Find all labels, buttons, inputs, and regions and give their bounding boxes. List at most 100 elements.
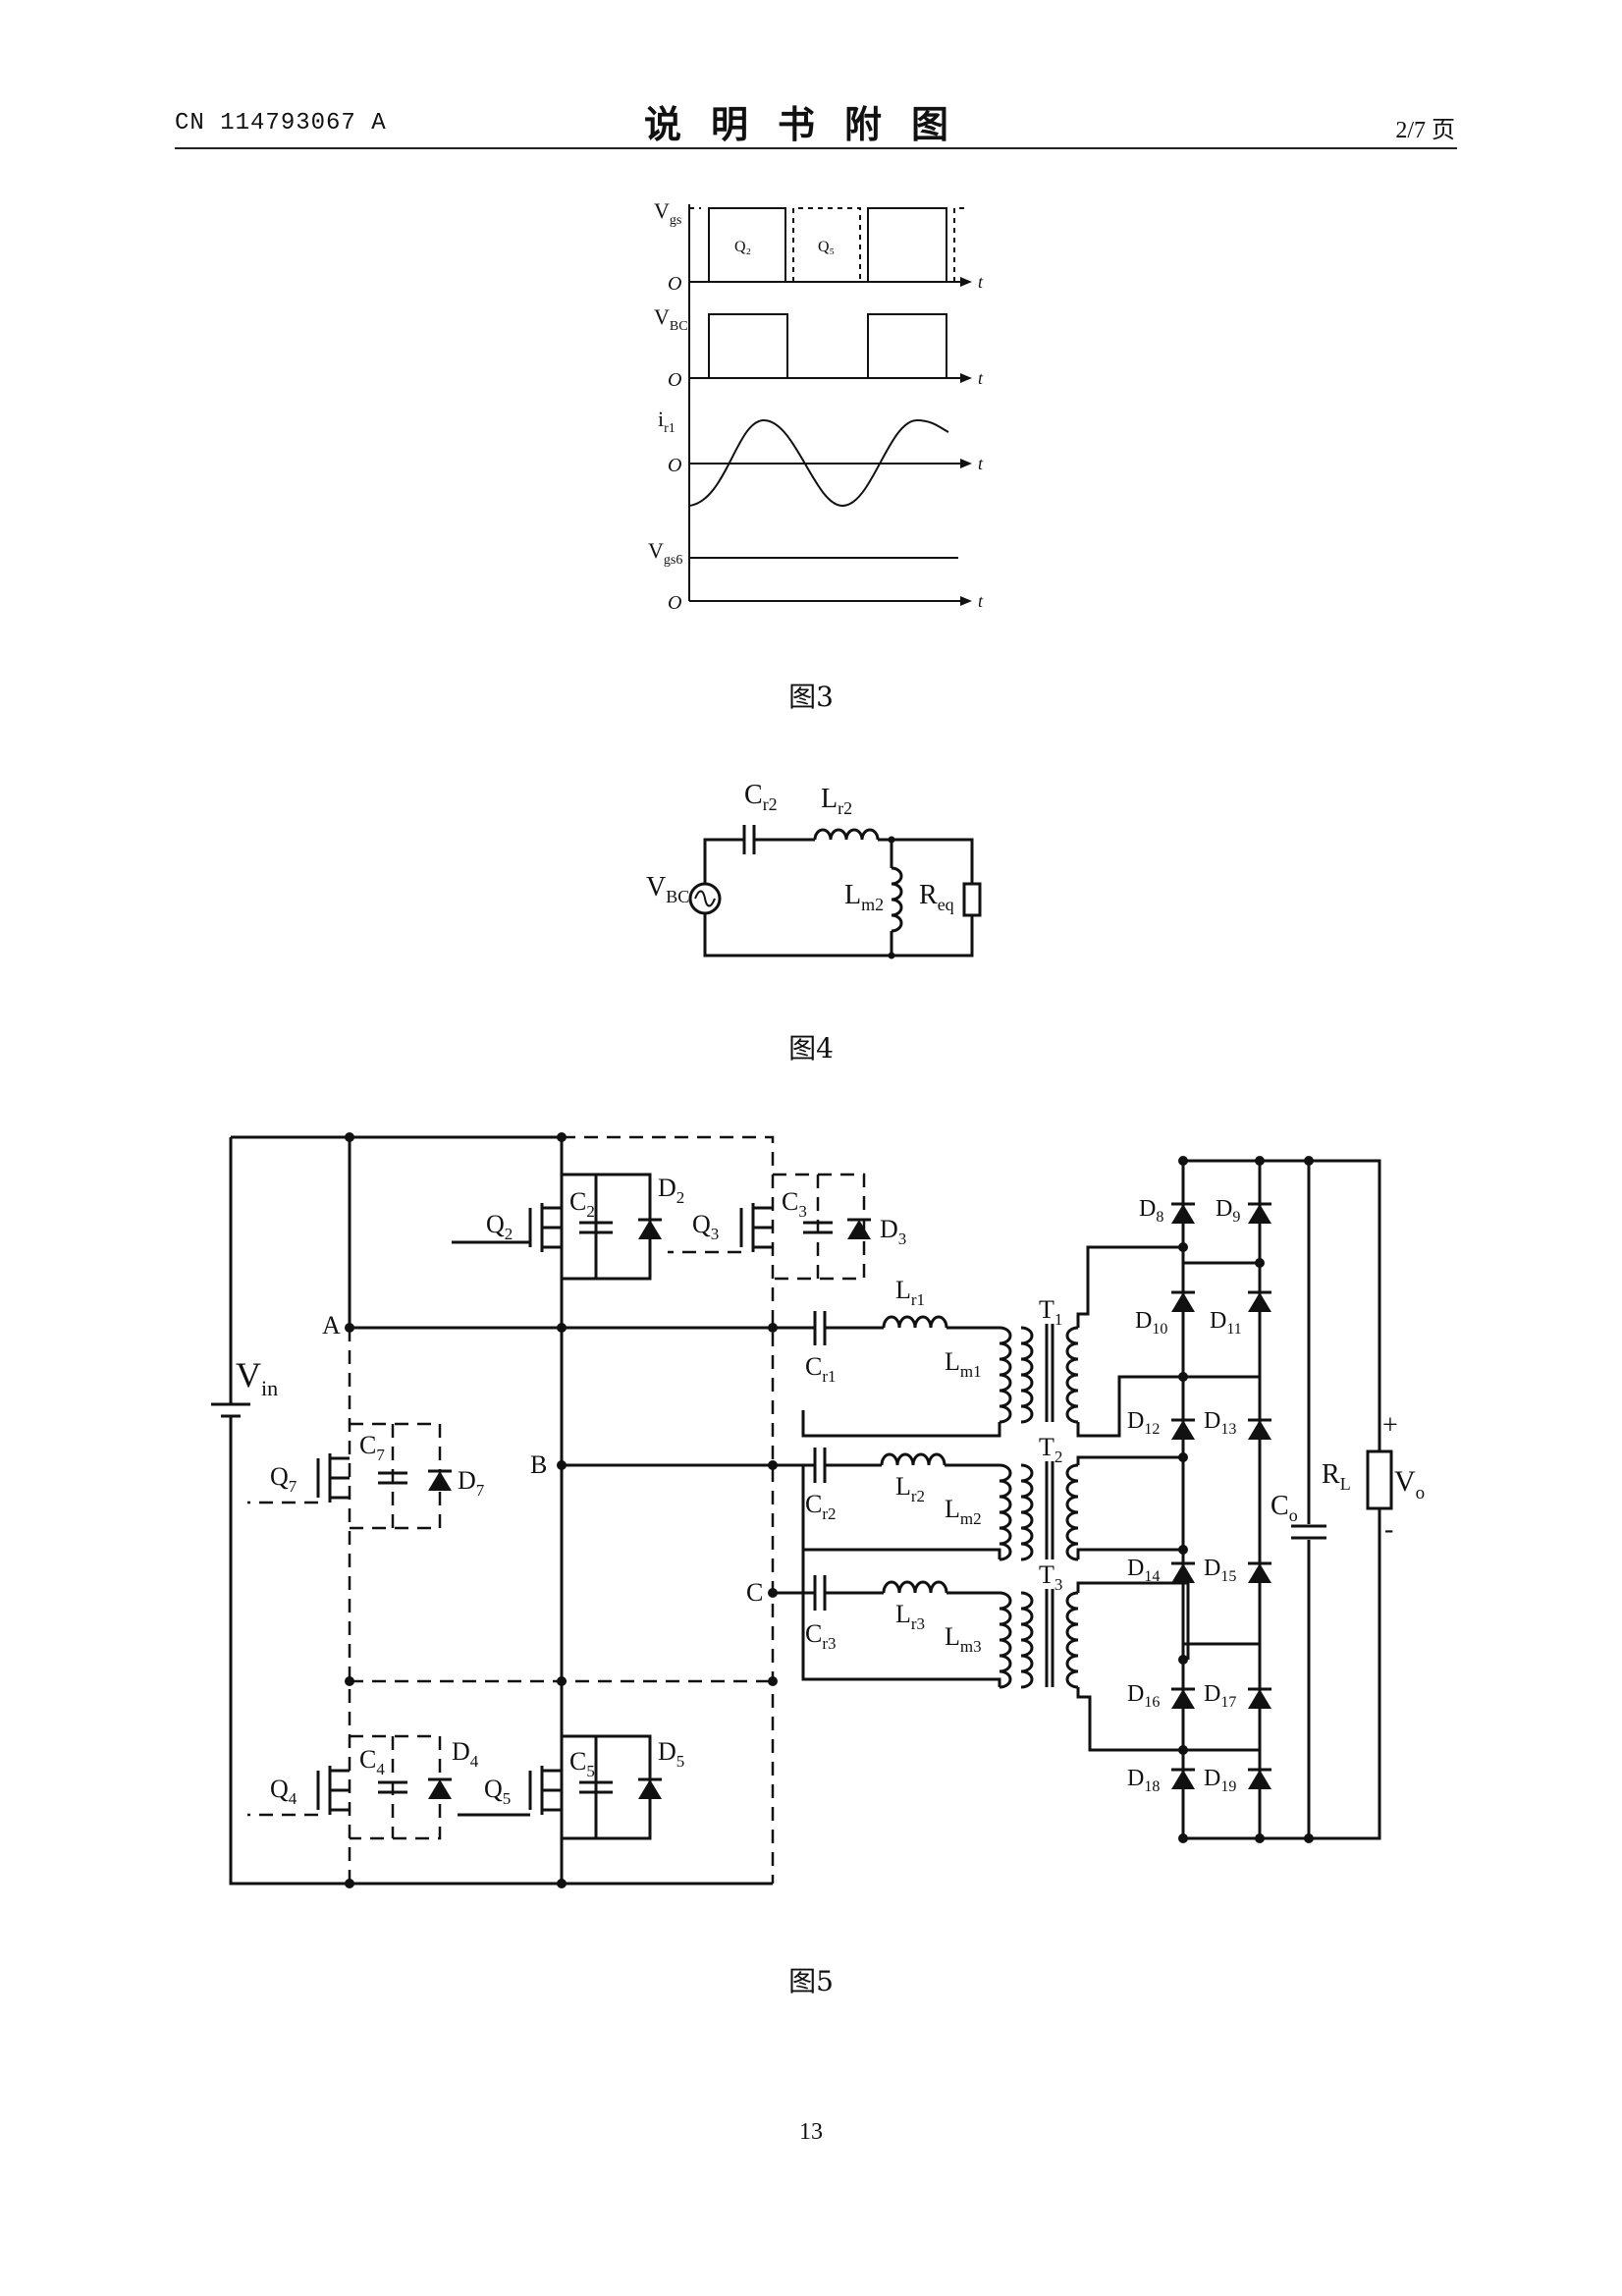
fig4-lm2-coil — [891, 866, 903, 933]
fig5-d4-label: D4 — [452, 1737, 479, 1771]
fig5-q7-terminals — [330, 1456, 350, 1500]
fig5-left-rail-bottom — [229, 1426, 773, 1886]
fig5-t1-primary — [1020, 1326, 1034, 1424]
fig5-t1-label: T1 — [1039, 1295, 1062, 1329]
page-number: 13 — [799, 2119, 823, 2145]
section-title: 说明书附图 — [643, 103, 978, 146]
fig5-node-b-bot — [557, 1676, 567, 1686]
fig3-zero-1: O — [668, 273, 681, 295]
fig3-t-4: t — [978, 591, 984, 611]
fig5-rect-node-bl — [1178, 1833, 1188, 1843]
fig5-rl-label: RL — [1322, 1459, 1351, 1494]
fig5-d3-symbol — [847, 1220, 871, 1239]
fig4-wire-top-right — [878, 838, 974, 884]
fig5-lr2-label: Lr2 — [895, 1472, 925, 1505]
fig5-rect-diodes — [1171, 1202, 1271, 1789]
fig5-d15-symbol — [1248, 1563, 1271, 1583]
fig3-q2-pulse-2 — [867, 207, 947, 282]
fig5-top-rail-dashed — [562, 1135, 775, 1884]
fig5-tank3-return — [801, 1550, 1001, 1687]
fig5-rect-node-tl — [1178, 1156, 1188, 1166]
fig5-d2-symbol — [638, 1220, 662, 1239]
figure3-caption: 图3 — [788, 681, 834, 713]
fig5-node-b-label: B — [530, 1450, 547, 1479]
fig5-plus-label: + — [1382, 1410, 1398, 1441]
fig3-q2-label: Q₂ — [734, 239, 751, 255]
fig5-node-a-dot — [345, 1323, 354, 1333]
fig5-node-a-mid — [557, 1323, 567, 1333]
figure3-timing-diagram: Q₂ Q₅ Vgs O t VBC O t ir1 O t Vgs6 O t — [648, 198, 984, 614]
figure4-equivalent-circuit: Cr2 Lr2 Lm2 Req VBC — [646, 780, 982, 959]
fig3-vgs6-label: Vgs6 — [648, 538, 682, 568]
fig5-rect-node-co-top — [1304, 1156, 1314, 1166]
fig3-q2-pulse — [708, 207, 786, 282]
fig3-ir1-label: ir1 — [658, 407, 676, 436]
fig5-rect-node-5 — [1178, 1545, 1188, 1555]
fig4-lr2-coil — [813, 828, 880, 841]
fig5-q4-label: Q4 — [270, 1775, 297, 1808]
fig5-d14-symbol — [1171, 1563, 1195, 1583]
fig5-t2-secondary — [1065, 1463, 1079, 1561]
fig5-node-c-label: C — [746, 1578, 763, 1607]
fig5-lr1-label: Lr1 — [895, 1276, 925, 1309]
fig5-d2-label: D2 — [658, 1174, 684, 1207]
fig5-d18-symbol — [1171, 1770, 1195, 1789]
fig5-lm3-label: Lm3 — [945, 1622, 982, 1656]
fig5-d17-label: D17 — [1204, 1681, 1236, 1711]
fig4-req-label: Req — [919, 880, 954, 914]
fig5-d12-symbol — [1171, 1420, 1195, 1440]
fig3-zero-2: O — [668, 369, 681, 391]
fig5-d11-symbol — [1248, 1292, 1271, 1312]
fig4-wire-left-top — [703, 838, 744, 884]
fig5-minus-label: - — [1384, 1514, 1393, 1545]
fig5-tank1-return — [801, 1410, 1001, 1438]
header-rule — [175, 147, 1457, 149]
fig3-vbc-arrow — [960, 373, 972, 383]
fig5-c2-label: C2 — [569, 1187, 595, 1221]
fig3-zero-4: O — [668, 592, 681, 614]
fig5-c3-label: C3 — [782, 1187, 807, 1221]
fig5-t1-sec-bot — [1076, 1375, 1183, 1438]
fig3-t-3: t — [978, 454, 984, 473]
fig5-lm1-label: Lm1 — [945, 1347, 982, 1381]
fig3-q5-label: Q₅ — [818, 239, 835, 255]
fig5-t3-primary — [1020, 1591, 1034, 1689]
fig5-d5-label: D5 — [658, 1737, 684, 1771]
fig3-t-2: t — [978, 368, 984, 388]
fig4-cr2-label: Cr2 — [744, 780, 778, 814]
fig5-lm2-coil — [999, 1463, 1012, 1561]
fig5-t2-primary — [1020, 1463, 1034, 1561]
fig5-q4-terminals — [330, 1769, 350, 1812]
page-counter: 2/7 页 — [1395, 118, 1455, 143]
fig5-d9-label: D9 — [1216, 1196, 1240, 1226]
fig5-t3-sec-bot — [1076, 1687, 1183, 1752]
fig5-d16-symbol — [1171, 1689, 1195, 1709]
fig5-rect-node-1 — [1178, 1242, 1188, 1252]
fig5-rect-node-4 — [1178, 1452, 1188, 1462]
fig5-vin-label: Vin — [236, 1355, 278, 1400]
fig5-rect-node-tr — [1255, 1156, 1265, 1166]
fig5-c5-label: C5 — [569, 1747, 595, 1780]
fig5-d7-label: D7 — [458, 1466, 485, 1500]
fig5-lr1-coil — [882, 1315, 948, 1329]
fig5-co-gap — [1299, 1524, 1319, 1540]
fig5-co-label: Co — [1271, 1491, 1298, 1525]
fig5-d13-symbol — [1248, 1420, 1271, 1440]
fig5-d18-label: D18 — [1127, 1766, 1160, 1795]
fig5-node-b-dot — [557, 1460, 567, 1470]
fig3-vgs6-arrow — [960, 596, 972, 606]
figure5-converter-circuit: Vin A B C Q2 C2 — [211, 1132, 1425, 1888]
fig5-rect-node-6 — [1178, 1655, 1188, 1665]
fig5-lm1-coil — [999, 1326, 1012, 1424]
fig3-vgs-label: Vgs — [654, 198, 681, 228]
fig5-d13-label: D13 — [1204, 1408, 1236, 1438]
fig5-rl-resistor — [1366, 1449, 1393, 1510]
fig5-lr2-coil — [880, 1452, 946, 1466]
fig5-lr3-label: Lr3 — [895, 1600, 925, 1633]
fig5-tank2-return — [801, 1465, 1001, 1559]
fig3-t-1: t — [978, 272, 984, 292]
fig5-d17-symbol — [1248, 1689, 1271, 1709]
patent-number: CN 114793067 A — [175, 110, 387, 137]
fig4-req-resistor — [962, 882, 982, 917]
fig5-node-c-dot — [768, 1588, 778, 1598]
